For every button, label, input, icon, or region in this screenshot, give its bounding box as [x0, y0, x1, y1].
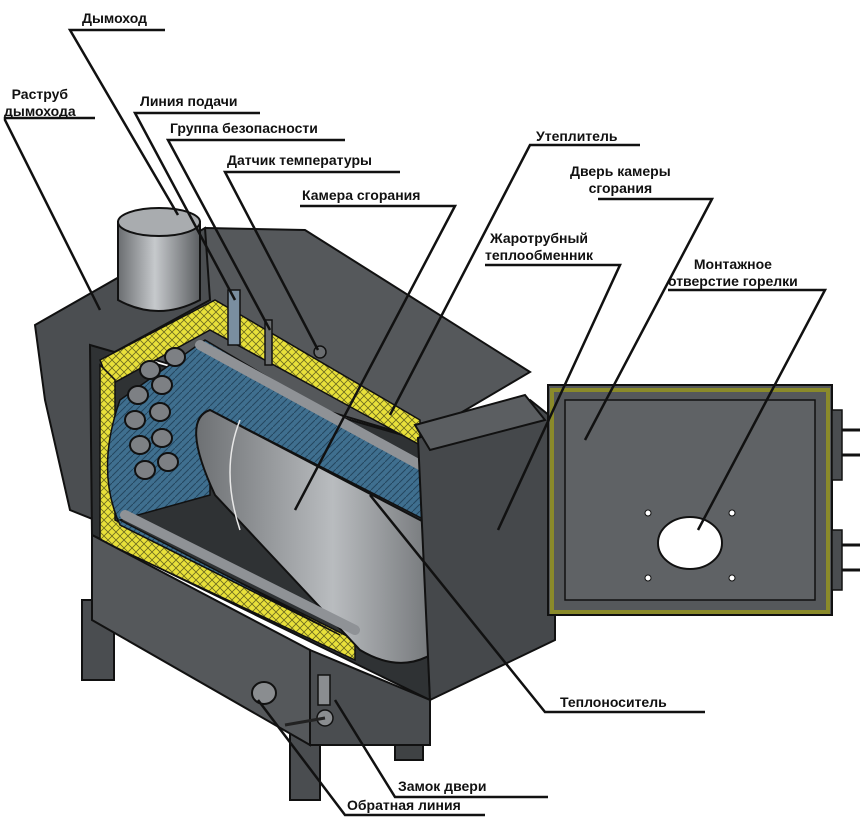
label-burner-hole-line2: отверстие горелки [668, 273, 798, 289]
label-heat-exchanger: Жаротрубный теплообменник [485, 230, 593, 264]
safety-group-pipe [264, 319, 273, 366]
return-line-fitting [251, 681, 277, 705]
label-burner-hole: Монтажное отверстие горелки [668, 256, 798, 290]
label-temp-sensor: Датчик температуры [227, 152, 372, 168]
label-safety-group: Группа безопасности [170, 120, 318, 136]
label-coolant: Теплоноситель [560, 694, 667, 710]
supply-pipe [227, 289, 241, 346]
label-furnace-door: Дверь камеры сгорания [570, 163, 671, 197]
label-chimney-socket: Раструб дымохода [4, 86, 76, 120]
label-furnace-door-line2: сгорания [588, 180, 653, 196]
furnace-door [547, 384, 860, 616]
burner-hole [657, 516, 723, 570]
label-chimney: Дымоход [82, 10, 147, 26]
chimney-pipe [117, 207, 201, 312]
label-door-lock: Замок двери [398, 778, 487, 794]
label-supply-line: Линия подачи [140, 93, 238, 109]
label-insulation: Утеплитель [536, 128, 618, 144]
leader-lines [3, 28, 828, 817]
label-heat-exchanger-line1: Жаротрубный [490, 230, 589, 246]
label-return-line: Обратная линия [347, 797, 461, 813]
label-chimney-socket-line1: Раструб [11, 86, 69, 102]
label-burner-hole-line1: Монтажное [693, 256, 772, 272]
label-combustion-chamber: Камера сгорания [302, 187, 421, 203]
door-lock [284, 674, 334, 727]
label-chimney-socket-line2: дымохода [4, 103, 76, 119]
label-heat-exchanger-line2: теплообменник [485, 247, 594, 263]
label-furnace-door-line1: Дверь камеры [570, 163, 671, 179]
